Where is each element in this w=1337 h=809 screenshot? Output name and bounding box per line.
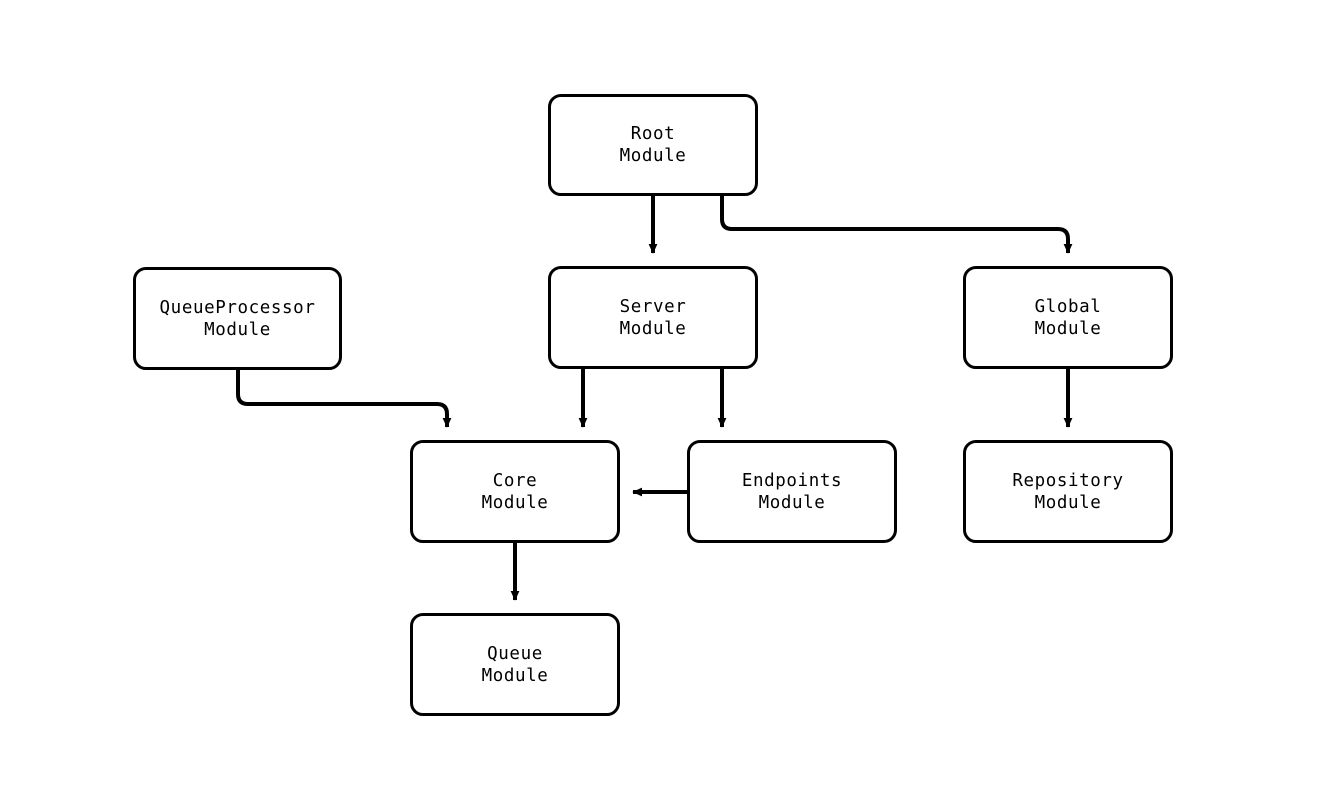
edge-root-to-global bbox=[720, 196, 1073, 254]
node-root-module[interactable]: Root Module bbox=[548, 94, 758, 196]
node-repository-module-line2: Module bbox=[1034, 492, 1102, 513]
node-queue-module-line1: Queue bbox=[487, 643, 543, 664]
node-endpoints-module[interactable]: Endpoints Module bbox=[687, 440, 897, 543]
node-repository-module[interactable]: Repository Module bbox=[963, 440, 1173, 543]
node-server-module-line1: Server bbox=[619, 296, 687, 317]
node-global-module-line1: Global bbox=[1034, 296, 1102, 317]
node-global-module[interactable]: Global Module bbox=[963, 266, 1173, 369]
node-queueprocessor-module[interactable]: QueueProcessor Module bbox=[133, 267, 342, 370]
node-root-module-line2: Module bbox=[619, 146, 687, 166]
node-endpoints-module-line2: Module bbox=[758, 492, 826, 513]
edge-queueprocessor-to-core bbox=[236, 370, 452, 428]
node-repository-module-line1: Repository bbox=[1012, 470, 1124, 491]
node-server-module[interactable]: Server Module bbox=[548, 266, 758, 369]
node-root-module-line1: Root bbox=[630, 124, 676, 144]
node-endpoints-module-line1: Endpoints bbox=[741, 470, 843, 491]
node-global-module-line2: Module bbox=[1034, 318, 1102, 339]
node-queue-module[interactable]: Queue Module bbox=[410, 613, 620, 716]
node-queueprocessor-module-line1: QueueProcessor bbox=[159, 297, 316, 318]
node-server-module-line2: Module bbox=[619, 318, 687, 339]
node-core-module-line1: Core bbox=[492, 470, 538, 491]
node-queue-module-line2: Module bbox=[481, 665, 549, 686]
node-core-module-line2: Module bbox=[481, 492, 549, 513]
node-queueprocessor-module-line2: Module bbox=[204, 319, 271, 340]
node-core-module[interactable]: Core Module bbox=[410, 440, 620, 543]
